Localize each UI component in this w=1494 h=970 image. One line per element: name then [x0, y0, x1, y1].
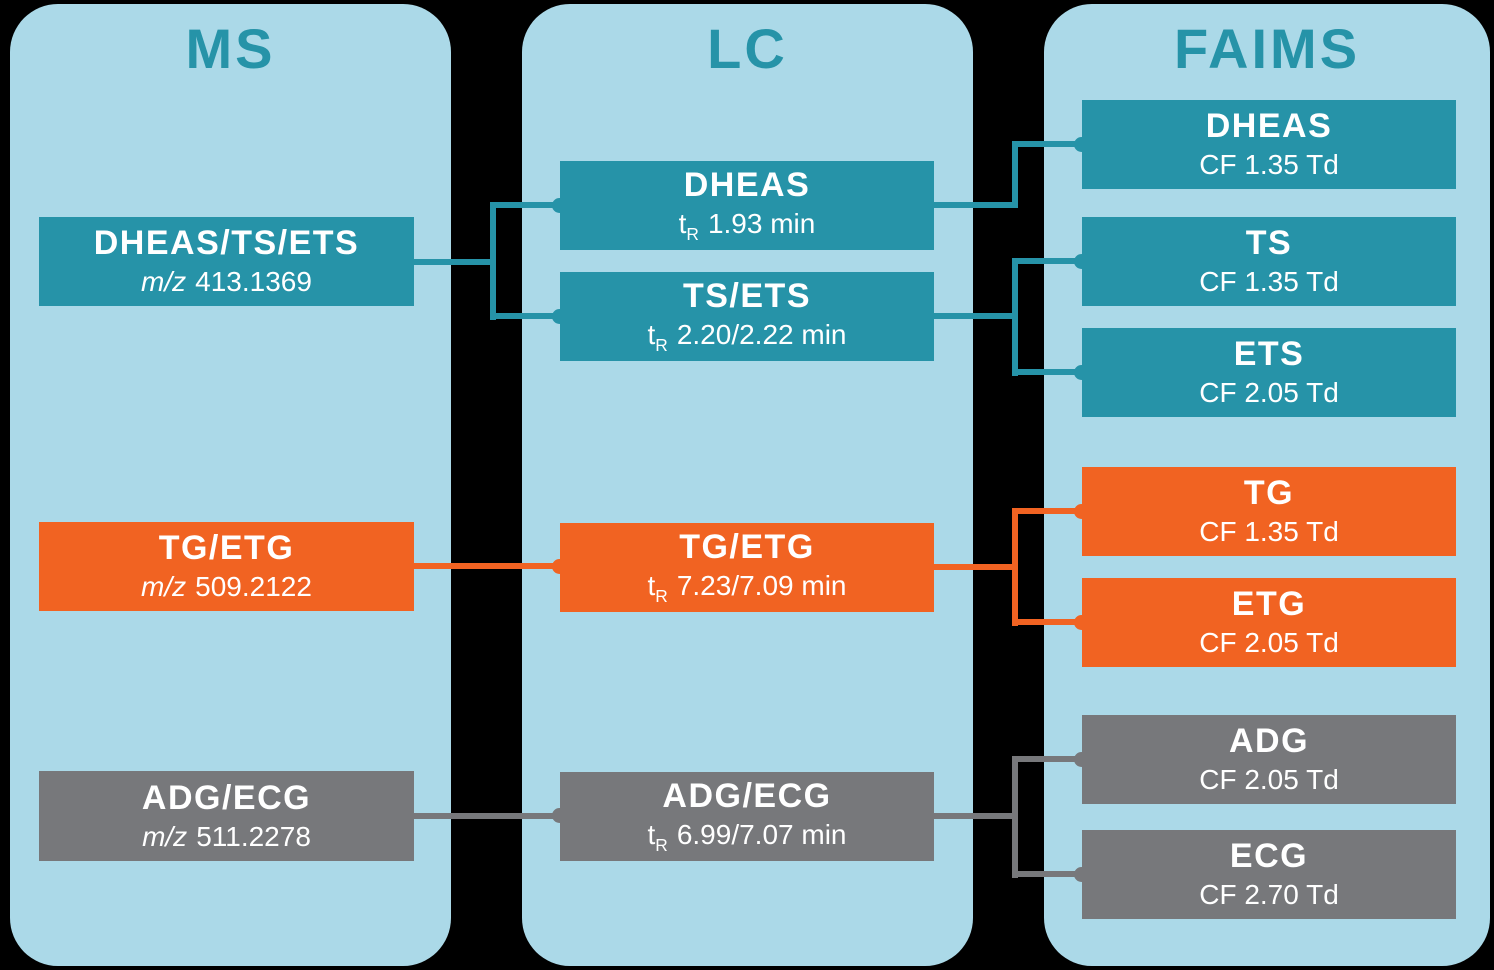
tr-value: 7.23/7.09 min: [676, 569, 847, 601]
node-title: DHEAS: [1205, 107, 1333, 146]
connector-to-lc-dheas: [490, 202, 560, 208]
node-faims-dheas: DHEAS CF 1.35 Td: [1082, 100, 1456, 189]
node-title: ADG/ECG: [141, 778, 312, 817]
node-subtitle: CF 2.70 Td: [1199, 879, 1339, 911]
tr-value: 2.20/2.22 min: [676, 318, 847, 350]
mz-label: m/z: [142, 820, 188, 852]
faims-panel-title: FAIMS: [1173, 17, 1361, 80]
connector-branch-teal: [490, 202, 496, 320]
node-subtitle: CF 1.35 Td: [1199, 516, 1339, 548]
connector-branch-orange: [1012, 508, 1018, 626]
node-faims-ts: TS CF 1.35 Td: [1082, 217, 1456, 306]
connector-to-faims-etg: [1012, 619, 1082, 625]
tr-label: tR: [678, 207, 699, 244]
ms-panel-title: MS: [185, 17, 276, 80]
node-subtitle: CF 2.05 Td: [1199, 627, 1339, 659]
connector-branch-teal-2: [1012, 258, 1018, 376]
connector-to-faims-dheas: [1012, 141, 1082, 147]
node-subtitle: CF 1.35 Td: [1199, 149, 1339, 181]
connector-ms-to-lc-orange: [414, 563, 560, 569]
connector-to-faims-tg: [1012, 508, 1082, 514]
node-subtitle: CF 2.05 Td: [1199, 377, 1339, 409]
connector-lc-tg-etg-out: [934, 564, 1018, 570]
tr-label: tR: [647, 569, 668, 606]
tr-value: 6.99/7.07 min: [676, 818, 847, 850]
connector-ms-to-lc-teal: [414, 259, 496, 265]
node-faims-ets: ETS CF 2.05 Td: [1082, 328, 1456, 417]
node-title: TG: [1243, 474, 1295, 513]
mz-value: 511.2278: [196, 820, 311, 852]
node-title: TS/ETS: [682, 277, 812, 316]
connector-to-faims-adg: [1012, 756, 1082, 762]
connector-lc-adg-ecg-out: [934, 813, 1018, 819]
connector-to-faims-ets: [1012, 369, 1082, 375]
node-title: ADG: [1228, 722, 1310, 761]
connector-elbow-teal: [1012, 141, 1018, 208]
node-title: TS: [1245, 224, 1293, 263]
node-faims-ecg: ECG CF 2.70 Td: [1082, 830, 1456, 919]
node-title: ETG: [1231, 585, 1307, 624]
mz-label: m/z: [141, 571, 187, 603]
mz-value: 413.1369: [195, 266, 312, 298]
connector-lc-dheas-out: [934, 202, 1018, 208]
node-title: DHEAS: [683, 166, 811, 205]
tr-label: tR: [647, 818, 668, 855]
lc-panel-title: LC: [707, 17, 788, 80]
node-title: ADG/ECG: [662, 777, 832, 816]
node-title: TG/ETG: [679, 528, 815, 567]
tr-value: 1.93 min: [707, 207, 816, 239]
node-subtitle: CF 2.05 Td: [1199, 764, 1339, 796]
mz-label: m/z: [141, 266, 187, 298]
mz-value: 509.2122: [195, 571, 312, 603]
node-faims-tg: TG CF 1.35 Td: [1082, 467, 1456, 556]
node-faims-etg: ETG CF 2.05 Td: [1082, 578, 1456, 667]
connector-to-faims-ecg: [1012, 871, 1082, 877]
node-title: TG/ETG: [158, 529, 295, 568]
node-title: DHEAS/TS/ETS: [93, 224, 360, 263]
node-title: ECG: [1229, 837, 1309, 876]
node-faims-adg: ADG CF 2.05 Td: [1082, 715, 1456, 804]
connector-to-faims-ts: [1012, 258, 1082, 264]
connector-to-lc-ts-ets: [490, 313, 560, 319]
connector-branch-gray: [1012, 756, 1018, 878]
node-title: ETS: [1233, 335, 1305, 374]
connector-ms-to-lc-gray: [414, 813, 560, 819]
tr-label: tR: [647, 318, 668, 355]
node-subtitle: CF 1.35 Td: [1199, 266, 1339, 298]
connector-lc-ts-ets-out: [934, 313, 1018, 319]
